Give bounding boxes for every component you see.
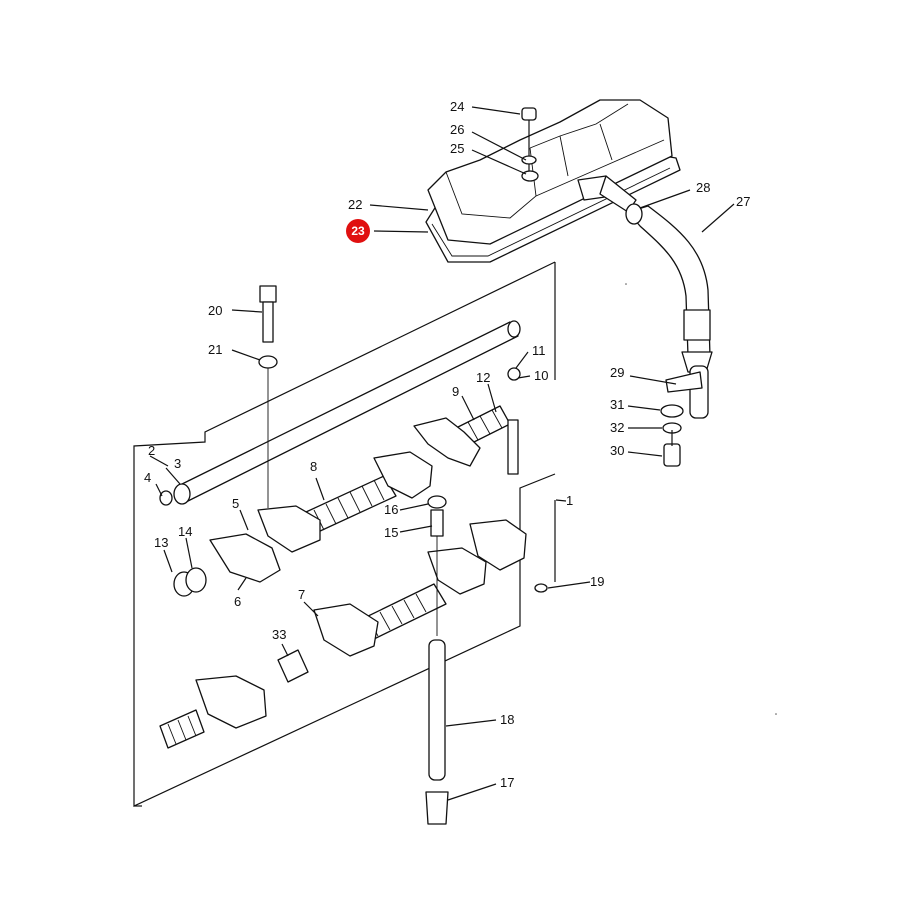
highlighted-callout-23[interactable]: 23 <box>346 219 370 243</box>
clips <box>173 567 548 597</box>
callout-21: 21 <box>208 342 222 357</box>
callout-7: 7 <box>298 587 305 602</box>
callout-8: 8 <box>310 459 317 474</box>
callout-31: 31 <box>610 397 624 412</box>
valve-cover <box>425 99 681 263</box>
callout-17: 17 <box>500 775 514 790</box>
stray-dot <box>775 713 777 715</box>
callout-4: 4 <box>144 470 151 485</box>
highlight-marker <box>346 219 370 243</box>
rocker-arms <box>195 367 527 729</box>
stray-dot <box>625 283 627 285</box>
callout-24: 24 <box>450 99 464 114</box>
callout-33: 33 <box>272 627 286 642</box>
callout-30: 30 <box>610 443 624 458</box>
callout-6: 6 <box>234 594 241 609</box>
callout-labels: 24 26 25 22 28 27 20 21 11 10 9 12 29 31… <box>144 99 750 790</box>
callout-26: 26 <box>450 122 464 137</box>
callout-28: 28 <box>696 180 710 195</box>
shaft-bolt <box>258 285 278 508</box>
assembly-frame <box>133 261 556 807</box>
callout-25: 25 <box>450 141 464 156</box>
callout-15: 15 <box>384 525 398 540</box>
callout-13: 13 <box>154 535 168 550</box>
callout-10: 10 <box>534 368 548 383</box>
callout-20: 20 <box>208 303 222 318</box>
leader-lines <box>149 106 735 801</box>
rocker-shaft <box>159 320 521 506</box>
callout-12: 12 <box>476 370 490 385</box>
callout-29: 29 <box>610 365 624 380</box>
breather-hose <box>625 203 713 467</box>
callout-32: 32 <box>610 420 624 435</box>
callout-9: 9 <box>452 384 459 399</box>
callout-2: 2 <box>148 443 155 458</box>
callout-1: 1 <box>566 493 573 508</box>
push-rod <box>425 495 449 825</box>
callout-22: 22 <box>348 197 362 212</box>
callout-5: 5 <box>232 496 239 511</box>
callout-3: 3 <box>174 456 181 471</box>
springs <box>159 405 511 749</box>
callout-11: 11 <box>532 343 546 358</box>
callout-14: 14 <box>178 524 192 539</box>
callout-16: 16 <box>384 502 398 517</box>
callout-18: 18 <box>500 712 514 727</box>
callout-19: 19 <box>590 574 604 589</box>
callout-27: 27 <box>736 194 750 209</box>
callout-23: 23 <box>351 224 365 238</box>
